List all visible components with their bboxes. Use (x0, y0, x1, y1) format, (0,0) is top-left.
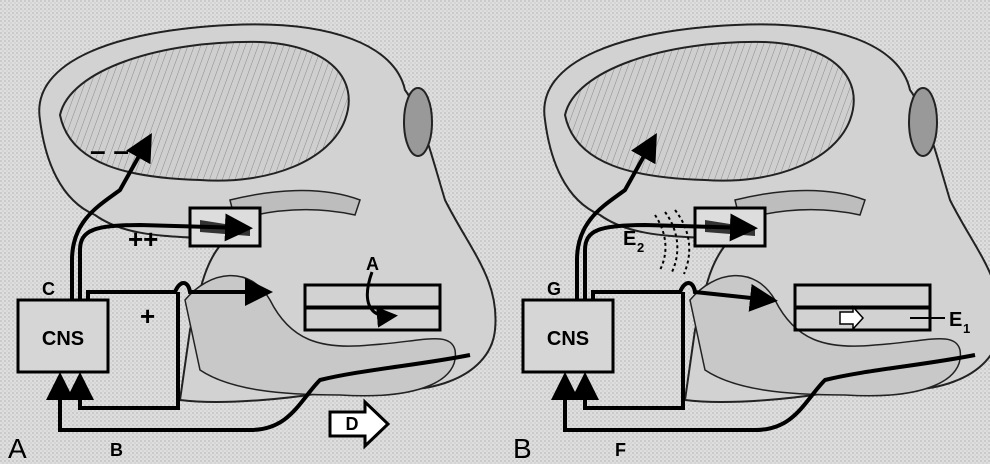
orbit-a (404, 88, 432, 156)
label-e2-sub: 2 (637, 240, 644, 255)
label-g: G (547, 279, 561, 299)
orbit-b (909, 88, 937, 156)
panel-letter-a: A (8, 433, 27, 464)
label-plusplus: ++ (128, 224, 158, 254)
label-e1-sub: 1 (963, 321, 970, 336)
panel-letter-b: B (513, 433, 532, 464)
label-f: F (615, 440, 626, 460)
label-minus: – – (90, 135, 129, 166)
cns-label-b: CNS (547, 328, 589, 350)
label-e2: E (623, 228, 636, 250)
label-a-small: A (366, 254, 379, 274)
label-e1: E (949, 309, 962, 331)
label-c: C (42, 279, 55, 299)
label-plus: + (140, 301, 155, 331)
label-d: D (346, 414, 359, 434)
cns-label-a: CNS (42, 328, 84, 350)
label-b: B (110, 440, 123, 460)
